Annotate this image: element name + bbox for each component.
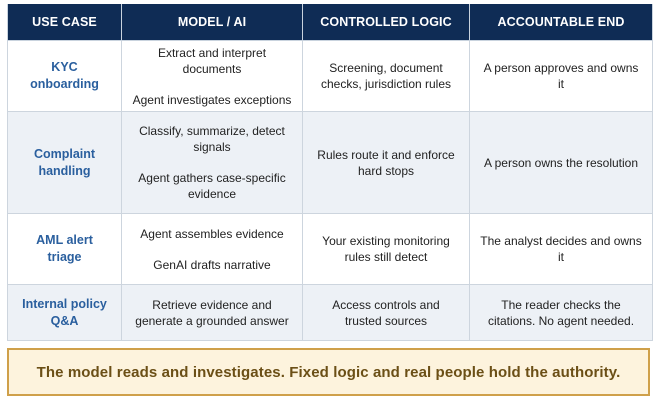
model-ai-cell: Retrieve evidence and generate a grounde… bbox=[121, 284, 303, 341]
accountable-end-cell: The analyst decides and owns it bbox=[469, 213, 653, 285]
controlled-logic-cell: Access controls and trusted sources bbox=[302, 284, 470, 341]
model-ai-line: GenAI drafts narrative bbox=[153, 257, 271, 272]
model-ai-cell: Extract and interpret documents Agent in… bbox=[121, 40, 303, 112]
header-model-ai: MODEL / AI bbox=[121, 4, 303, 41]
model-ai-line: Retrieve evidence and generate a grounde… bbox=[135, 297, 289, 328]
use-case-table: USE CASE MODEL / AI CONTROLLED LOGIC ACC… bbox=[7, 4, 653, 341]
accountable-end-cell: A person approves and owns it bbox=[469, 40, 653, 112]
controlled-logic-cell: Your existing monitoring rules still det… bbox=[302, 213, 470, 285]
use-case-cell: KYC onboarding bbox=[7, 40, 122, 112]
model-ai-line: Agent investigates exceptions bbox=[132, 92, 292, 107]
model-ai-line: Classify, summarize, detect signals bbox=[139, 124, 285, 154]
summary-banner: The model reads and investigates. Fixed … bbox=[7, 348, 650, 396]
table-row: Internal policy Q&A Retrieve evidence an… bbox=[7, 284, 653, 341]
use-case-cell: AML alert triage bbox=[7, 213, 122, 285]
model-ai-cell: Classify, summarize, detect signals Agen… bbox=[121, 111, 303, 214]
model-ai-line: Agent gathers case-specific evidence bbox=[138, 171, 286, 201]
summary-banner-text: The model reads and investigates. Fixed … bbox=[36, 363, 621, 381]
header-controlled-logic: CONTROLLED LOGIC bbox=[302, 4, 470, 41]
controlled-logic-cell: Rules route it and enforce hard stops bbox=[302, 111, 470, 214]
model-ai-line: Agent assembles evidence bbox=[140, 226, 284, 241]
table-row: AML alert triage Agent assembles evidenc… bbox=[7, 213, 653, 285]
accountable-end-cell: A person owns the resolution bbox=[469, 111, 653, 214]
table-row: Complaint handling Classify, summarize, … bbox=[7, 111, 653, 214]
table-header-row: USE CASE MODEL / AI CONTROLLED LOGIC ACC… bbox=[7, 4, 653, 41]
model-ai-cell: Agent assembles evidence GenAI drafts na… bbox=[121, 213, 303, 285]
use-case-cell: Internal policy Q&A bbox=[7, 284, 122, 341]
header-use-case: USE CASE bbox=[7, 4, 122, 41]
use-case-cell: Complaint handling bbox=[7, 111, 122, 214]
controlled-logic-cell: Screening, document checks, jurisdiction… bbox=[302, 40, 470, 112]
model-ai-line: Extract and interpret documents bbox=[157, 45, 267, 76]
header-accountable-end: ACCOUNTABLE END bbox=[469, 4, 653, 41]
table-row: KYC onboarding Extract and interpret doc… bbox=[7, 40, 653, 112]
accountable-end-cell: The reader checks the citations. No agen… bbox=[469, 284, 653, 341]
